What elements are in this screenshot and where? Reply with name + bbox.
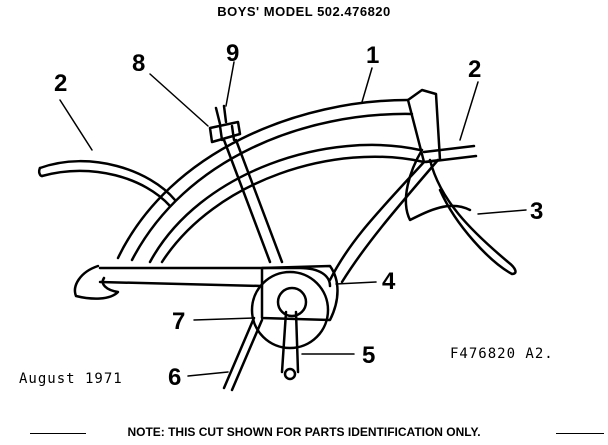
diagram-title: BOYS' MODEL 502.476820 — [217, 4, 391, 19]
footer-rule-right — [556, 433, 604, 434]
footer-note: NOTE: THIS CUT SHOWN FOR PARTS IDENTIFIC… — [127, 425, 481, 439]
leader-6 — [187, 371, 229, 377]
part-number-8: 8 — [132, 50, 146, 77]
part-number-3: 3 — [530, 198, 544, 225]
figure-id: F476820 A2. — [450, 346, 554, 362]
part-number-1: 1 — [366, 42, 380, 69]
fork-band — [422, 144, 478, 164]
lower-arch-tube-inner — [160, 155, 426, 264]
seat-tube — [222, 138, 272, 264]
pedal-end — [283, 367, 297, 381]
part-number-2-right: 2 — [468, 56, 482, 83]
sprocket-hub — [276, 286, 308, 318]
seat-post — [218, 124, 236, 142]
leader-2a — [59, 99, 93, 151]
leader-8 — [149, 73, 209, 127]
front-fork — [428, 158, 517, 276]
chain-stay-lower — [98, 280, 264, 288]
rear-fender — [38, 160, 177, 202]
lower-arch-tube — [148, 143, 422, 264]
front-fender — [404, 148, 472, 222]
part-number-2-left: 2 — [54, 70, 68, 97]
kickstand — [222, 316, 264, 392]
leader-2b — [459, 81, 479, 141]
leader-1 — [361, 67, 373, 103]
rear-fender-inner — [40, 169, 172, 208]
seat-clamp — [208, 120, 242, 144]
part-number-7: 7 — [172, 308, 186, 335]
top-tube — [116, 98, 410, 260]
rear-dropout — [73, 264, 120, 300]
seat-tube-inner — [234, 138, 284, 264]
leader-9 — [225, 61, 235, 107]
rear-fender-cap — [37, 166, 44, 178]
diagram-date: August 1971 — [19, 371, 123, 387]
down-tube-inner — [340, 158, 440, 284]
part-number-9: 9 — [226, 40, 240, 67]
leader-7 — [193, 317, 255, 321]
part-number-4: 4 — [382, 268, 396, 295]
leader-4 — [335, 281, 377, 285]
part-number-6: 6 — [168, 364, 182, 391]
top-tube-inner — [130, 112, 414, 262]
sprocket — [250, 270, 330, 350]
part-number-5: 5 — [362, 342, 376, 369]
clamp-bolt — [214, 104, 228, 126]
bottom-bracket-housing — [260, 264, 339, 322]
leader-3 — [477, 209, 527, 215]
crank-arm — [280, 310, 300, 374]
footer-rule-left — [30, 433, 86, 434]
